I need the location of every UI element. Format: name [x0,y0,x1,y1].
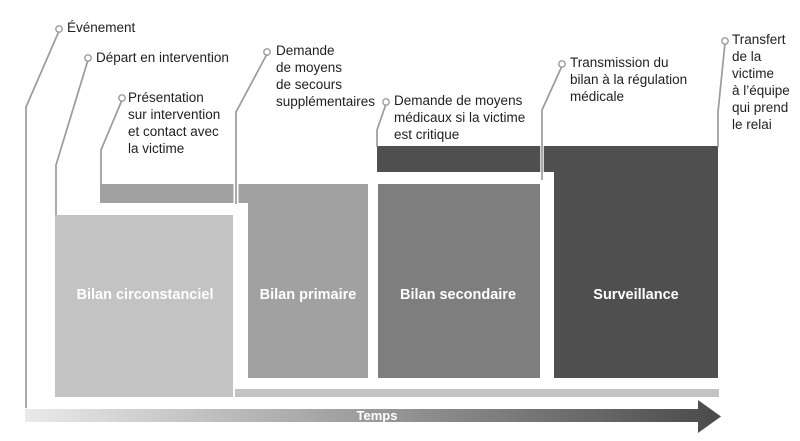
phase-label-surveillance: Surveillance [593,287,679,303]
leader-line-presentation [100,99,123,185]
time-axis-label: Temps [357,408,398,423]
surveillance-bar [554,146,718,378]
marker-dot-demande-medicaux [382,98,390,106]
phase-label-bilan-secondaire: Bilan secondaire [399,287,517,303]
event-label-depart: Départ en intervention [96,50,229,65]
phase-label-bilan-primaire: Bilan primaire [259,287,357,303]
bilan-secondaire-bar [378,184,540,378]
continuation-band [235,389,719,397]
bilan-primaire-bar [248,184,368,378]
leader-line-demande-medicaux [376,103,387,147]
bilan-circonstanciel-bar [55,215,233,397]
marker-dot-evenement [55,25,63,33]
leader-casing-demande-secours [233,52,270,204]
leader-line-demande-secours [235,53,268,204]
event-label-demande-medicaux: Demande de moyens médicaux si la victime… [394,93,526,142]
leader-line-depart [55,59,89,215]
event-label-demande-secours: Demande de moyens de secours supplémenta… [276,43,376,109]
marker-dot-presentation [118,94,126,102]
event-label-presentation: Présentation sur intervention et contact… [128,90,221,156]
event-label-transfert: Transfert de la victime à l’équipe qui p… [732,32,790,132]
event-label-transmission: Transmission du bilan à la régulation mé… [570,55,688,104]
marker-dot-demande-secours [263,48,271,56]
leader-line-transfert [717,42,726,147]
marker-dot-transfert [721,37,729,45]
event-label-evenement: Événement [67,20,136,35]
marker-dot-depart [84,54,92,62]
marker-dot-transmission [558,60,566,68]
time-axis-arrow [25,400,721,433]
phase-label-bilan-circonstanciel: Bilan circonstanciel [76,287,214,303]
